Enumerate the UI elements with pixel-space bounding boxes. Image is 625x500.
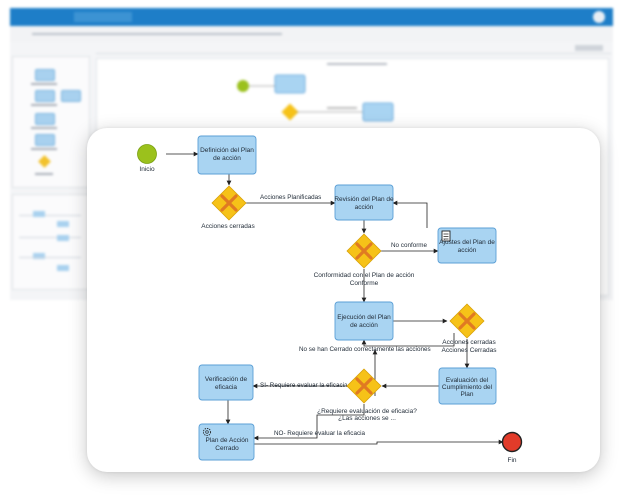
task-revision-label-1: Revisión del Plan de (334, 196, 394, 203)
edge-label-no-conforme: No conforme (391, 242, 428, 249)
task-ajustes[interactable]: Ajustes del Plan de acción (437, 227, 497, 264)
palette-gateway[interactable] (38, 155, 51, 168)
task-ajustes-label-1: Ajustes del Plan de (439, 239, 495, 246)
task-ajustes-label-2: acción (458, 247, 477, 254)
task-cerrado-label-1: Plan de Acción (205, 437, 248, 444)
edge-label-no-eficacia: NO- Requiere evaluar la eficacia (274, 430, 365, 437)
task-definicion-label-2: de acción (213, 155, 241, 162)
palette-task[interactable] (35, 69, 55, 81)
edge-cerrado-fin[interactable] (254, 439, 504, 445)
task-evaluacion[interactable]: Evaluación del Cumplimiento del Plan (438, 367, 497, 405)
gateway-4-label-1: ¿Requiere evaluación de eficacia? (317, 408, 417, 415)
save-button[interactable] (575, 45, 603, 51)
edge-ajustes-revision[interactable] (392, 200, 428, 228)
task-ejecucion[interactable]: Ejecución del Plan de acción (334, 301, 394, 341)
gateway-1-label: Acciones cerradas (201, 223, 255, 230)
diagram-navigator[interactable] (12, 194, 90, 290)
background-diagram-shapes (237, 74, 394, 122)
task-evaluacion-label-2: Cumplimiento del (442, 384, 493, 391)
task-evaluacion-label-3: Plan (460, 391, 473, 398)
palette-note[interactable] (61, 90, 81, 102)
task-verificacion-label-1: Verificación de (205, 376, 248, 383)
exclusive-gateway-icon[interactable] (211, 185, 247, 221)
edge-gateway3-ejecucion[interactable] (361, 333, 455, 347)
breadcrumb (10, 26, 613, 42)
exclusive-gateway-icon[interactable] (449, 303, 485, 339)
task-cerrado[interactable]: Plan de Acción Cerrado (198, 423, 255, 461)
task-ejecucion-label-1: Ejecución del Plan (337, 314, 391, 321)
edge-label-no-cerrado: No se han Cerrado correctamente las acci… (299, 346, 431, 353)
gateway-2-label-2: Conforme (350, 280, 379, 287)
end-event-label: Fin (507, 457, 516, 464)
gateway-4-label-2: ¿Las acciones se ... (338, 415, 396, 422)
bpmn-diagram: Acciones Planificadas No conforme No se … (137, 135, 523, 464)
gateway-3-label-2: Acciones Cerradas (442, 347, 498, 354)
gateway-2-label-1: Conformidad con el Plan de acción (314, 272, 415, 279)
avatar[interactable] (593, 11, 605, 23)
task-definicion-label-1: Definición del Plan (200, 147, 254, 154)
app-topbar (10, 8, 613, 26)
start-event-icon[interactable] (137, 144, 157, 164)
palette-data-object[interactable] (35, 134, 55, 146)
exclusive-gateway-icon[interactable] (346, 368, 382, 404)
editor-toolbar (96, 44, 611, 54)
task-ejecucion-label-2: de acción (350, 322, 378, 329)
edge-gateway4-cerrado[interactable] (253, 404, 365, 441)
start-event-label: Inicio (139, 166, 155, 173)
task-cerrado-label-2: Cerrado (215, 445, 239, 452)
edge-label-planificadas: Acciones Planificadas (260, 194, 321, 201)
task-verificacion-label-2: eficacia (215, 384, 237, 391)
search-box[interactable] (74, 12, 132, 22)
gateway-3-label-1: Acciones cerradas (442, 339, 496, 346)
exclusive-gateway-icon[interactable] (346, 233, 382, 269)
task-definicion[interactable]: Definición del Plan de acción (197, 135, 257, 175)
shape-palette (12, 56, 90, 188)
task-revision[interactable]: Revisión del Plan de acción (334, 184, 394, 221)
task-evaluacion-label-1: Evaluación del (446, 377, 489, 384)
task-verificacion[interactable]: Verificación de eficacia (198, 364, 254, 401)
gear-icon (202, 427, 212, 437)
edge-label-si-eficacia: SI- Requiere evaluar la eficacia (260, 382, 348, 389)
document-icon (441, 230, 451, 242)
diagram-card: Acciones Planificadas No conforme No se … (87, 128, 600, 472)
task-revision-label-2: acción (355, 204, 374, 211)
palette-call-activity[interactable] (35, 113, 55, 125)
palette-subprocess[interactable] (35, 90, 55, 102)
end-event-icon[interactable] (501, 431, 523, 453)
